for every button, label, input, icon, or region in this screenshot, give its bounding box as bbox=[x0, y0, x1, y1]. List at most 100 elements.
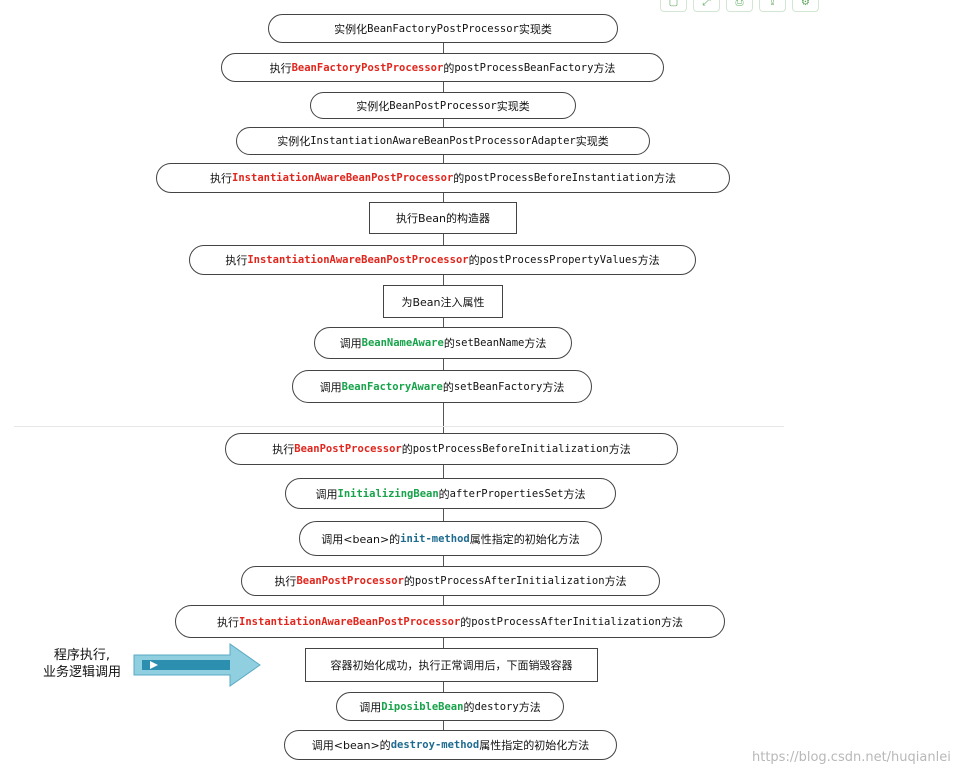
flow-step-text: DiposibleBean bbox=[381, 700, 464, 713]
flow-step-text: destroy-method bbox=[390, 739, 480, 751]
flow-step-text: 执行Bean的构造器 bbox=[395, 212, 491, 225]
flow-step-text: 方法 bbox=[637, 254, 660, 267]
flow-step-text: 调用 bbox=[339, 337, 362, 350]
connector-line bbox=[443, 119, 444, 127]
flow-step-text: BeanFactoryPostProcessor bbox=[367, 22, 519, 35]
connector-line bbox=[443, 193, 444, 202]
print-icon[interactable]: ⎙ bbox=[726, 0, 753, 12]
watermark: https://blog.csdn.net/huqianlei bbox=[752, 750, 951, 765]
flow-step-text: BeanPostProcessor bbox=[296, 575, 404, 587]
flow-step-text: 的 bbox=[403, 575, 415, 588]
flow-step-text: 方法 bbox=[604, 575, 627, 588]
flow-step-text: 的 bbox=[401, 443, 413, 456]
flow-step-text: 执行 bbox=[269, 61, 292, 75]
side-annotation: 程序执行, 业务逻辑调用 bbox=[22, 647, 142, 681]
flow-step-text: 的 bbox=[443, 337, 455, 350]
flow-step-text: 执行 bbox=[272, 443, 295, 456]
flow-step-16: 容器初始化成功，执行正常调用后，下面销毁容器 bbox=[305, 648, 598, 682]
flow-step-text: 容器初始化成功，执行正常调用后，下面销毁容器 bbox=[330, 659, 573, 672]
flow-step-text: 方法 bbox=[608, 443, 631, 456]
copy-icon[interactable]: ▢ bbox=[660, 0, 687, 12]
flow-step-text: 实例化 bbox=[277, 135, 311, 148]
flow-step-text: 实例化 bbox=[356, 99, 390, 113]
flow-step-text: setBeanName bbox=[454, 337, 525, 349]
flow-step-text: InstantiationAwareBeanPostProcessor bbox=[232, 172, 454, 184]
right-arrow-icon bbox=[133, 643, 261, 687]
flow-step-text: BeanFactoryAware bbox=[341, 380, 443, 393]
flow-step-text: 实现类 bbox=[575, 135, 609, 148]
flow-step-text: 实例化 bbox=[334, 22, 368, 36]
settings-icon[interactable]: ⚙ bbox=[792, 0, 819, 12]
flow-step-8: 为Bean注入属性 bbox=[383, 285, 503, 318]
connector-line bbox=[443, 43, 444, 53]
flow-step-text: 的 bbox=[453, 172, 465, 185]
flow-step-text: BeanFactoryPostProcessor bbox=[291, 61, 444, 74]
flow-step-text: BeanPostProcessor bbox=[389, 99, 497, 112]
export-icon[interactable]: ⇪ bbox=[759, 0, 786, 12]
flow-step-text: 调用<bean>的 bbox=[321, 532, 401, 546]
flow-step-text: 调用 bbox=[315, 487, 338, 501]
flow-step-text: BeanPostProcessor bbox=[294, 443, 402, 455]
flow-step-text: 方法 bbox=[593, 61, 616, 75]
flow-step-text: 的 bbox=[460, 615, 472, 629]
connector-line bbox=[443, 556, 444, 566]
flow-step-text: afterPropertiesSet bbox=[449, 487, 564, 500]
flow-step-text: 的 bbox=[468, 254, 480, 267]
flow-step-text: setBeanFactory bbox=[453, 380, 543, 393]
connector-line bbox=[443, 721, 444, 730]
connector-line bbox=[443, 682, 444, 692]
flow-step-text: 方法 bbox=[518, 700, 541, 714]
side-annotation-line-2: 业务逻辑调用 bbox=[42, 665, 121, 680]
flow-step-text: InitializingBean bbox=[337, 487, 439, 500]
fullscreen-icon[interactable]: ⤢ bbox=[693, 0, 720, 12]
flow-step-text: 调用 bbox=[359, 700, 382, 714]
connector-line bbox=[443, 275, 444, 285]
flow-step-text: 属性指定的初始化方法 bbox=[479, 739, 590, 752]
connector-line bbox=[443, 318, 444, 327]
connector-line bbox=[443, 82, 444, 92]
connector-line bbox=[443, 638, 444, 648]
flow-step-text: 调用<bean>的 bbox=[311, 739, 391, 752]
flow-step-text: 方法 bbox=[660, 615, 683, 629]
connector-line bbox=[443, 155, 444, 163]
flow-step-text: 执行 bbox=[225, 254, 248, 267]
flow-step-text: 的 bbox=[443, 61, 455, 75]
side-annotation-line-1: 程序执行, bbox=[53, 648, 111, 663]
flow-step-text: 为Bean注入属性 bbox=[401, 295, 485, 309]
flow-step-text: 实现类 bbox=[518, 22, 552, 36]
flow-step-text: 的 bbox=[438, 487, 450, 501]
flow-step-text: 属性指定的初始化方法 bbox=[469, 532, 580, 546]
arrow-inner-bar bbox=[142, 660, 230, 670]
flow-step-6: 执行Bean的构造器 bbox=[369, 202, 517, 234]
flow-step-text: 调用 bbox=[319, 380, 342, 394]
flow-step-text: InstantiationAwareBeanPostProcessor bbox=[247, 254, 469, 266]
connector-line bbox=[443, 509, 444, 521]
flow-step-text: InstantiationAwareBeanPostProcessorAdapt… bbox=[310, 135, 576, 147]
connector-line bbox=[443, 359, 444, 370]
flow-step-text: postProcessPropertyValues bbox=[479, 254, 638, 266]
flow-step-text: 的 bbox=[463, 700, 475, 714]
flow-step-text: 的 bbox=[442, 380, 454, 394]
flow-step-text: postProcessBeforeInitialization bbox=[412, 443, 609, 455]
diagram-toolbar: ▢ ⤢ ⎙ ⇪ ⚙ bbox=[660, 0, 825, 12]
section-divider bbox=[14, 426, 784, 427]
connector-line bbox=[443, 403, 444, 433]
flow-step-text: 方法 bbox=[563, 487, 586, 501]
flow-step-text: BeanNameAware bbox=[361, 337, 444, 349]
connector-line bbox=[443, 465, 444, 478]
flow-step-text: postProcessAfterInitialization bbox=[471, 615, 661, 628]
flow-step-text: 执行 bbox=[274, 575, 297, 588]
flow-step-text: 执行 bbox=[210, 172, 233, 185]
